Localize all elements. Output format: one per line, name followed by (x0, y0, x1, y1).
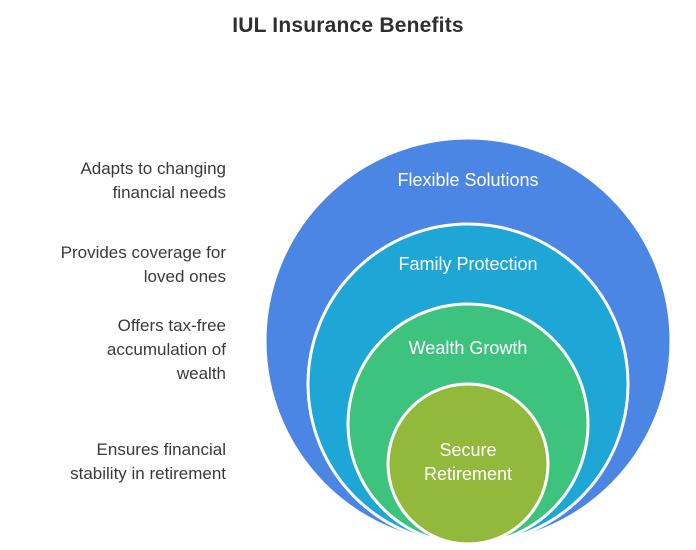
label-flexible-solutions: Flexible Solutions (397, 170, 538, 190)
diagram-title: IUL Insurance Benefits (232, 14, 464, 37)
description-flexible-solutions: Adapts to changing financial needs (0, 157, 226, 205)
description-secure-retirement: Ensures financial stability in retiremen… (0, 438, 226, 486)
circle-secure-retirement (386, 382, 550, 546)
description-line: stability in retirement (70, 464, 226, 483)
label-secure-retirement-line-1: Secure (439, 440, 496, 460)
description-line: accumulation of (106, 340, 226, 359)
label-secure-retirement-line-2: Retirement (424, 464, 512, 484)
description-line: Offers tax-free (117, 316, 226, 335)
description-line: Provides coverage for (60, 243, 226, 262)
description-line: loved ones (143, 267, 226, 286)
description-line: financial needs (112, 183, 226, 202)
description-line: wealth (176, 364, 226, 383)
description-wealth-growth: Offers tax-free accumulation of wealth (0, 314, 226, 386)
description-family-protection: Provides coverage for loved ones (0, 241, 226, 289)
label-wealth-growth: Wealth Growth (409, 338, 528, 358)
description-line: Adapts to changing (80, 159, 226, 178)
label-family-protection: Family Protection (398, 254, 537, 274)
description-line: Ensures financial (96, 440, 226, 459)
